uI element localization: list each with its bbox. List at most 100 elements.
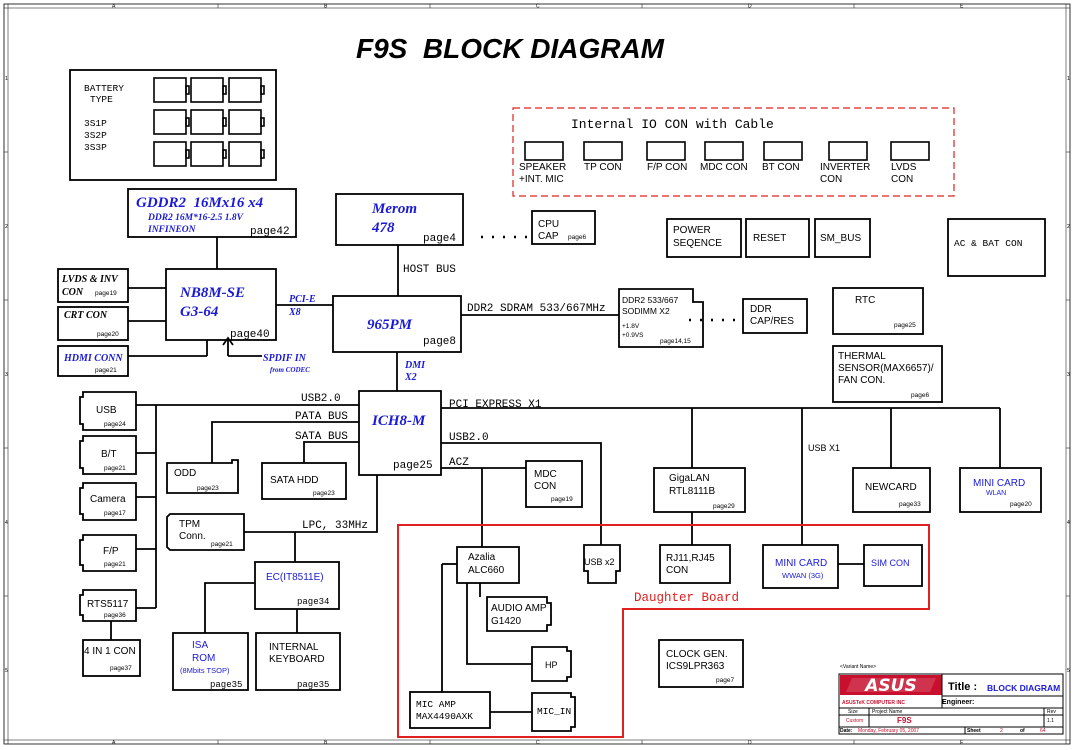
of-value: 64 [1040,728,1046,734]
nb8m-gpu-block: NB8M-SE G3-64 page40 [165,268,277,341]
border-letter: B [324,740,328,746]
company-name: ASUSTeK COMPUTER INC [842,700,905,706]
dmi-width: X2 [404,372,417,383]
cpu-cap-block: CPU CAP page6 [531,210,596,245]
rts5117-page: page36 [104,612,126,619]
thermal-page: page6 [911,392,929,399]
hdmi-conn-label: HDMI CONN [63,353,123,364]
nb8m-page: page40 [230,329,270,341]
of-label: of [1020,728,1025,734]
sata-hdd-page: page23 [313,490,335,497]
4in1-card-reader-block: 4 IN 1 CON page37 [82,639,141,677]
ich8m-page: page25 [393,460,433,472]
usb-x1-label: USB X1 [808,443,840,453]
battery-config-3s1p: 3S1P [84,118,107,129]
lvds-inv-con-block: LVDS & INV CON page19 [57,268,129,303]
cpu-cap-page: page6 [568,234,586,241]
project-name-value: F9S [897,716,912,725]
internal-io-con-group: Internal IO CON with Cable SPEAKER +INT.… [512,107,955,197]
gigalan-label: GigaLAN [669,473,710,484]
io-mdc-con-label: MDC CON [700,162,748,173]
ddr-cap-label1: DDR [750,304,772,315]
nb8m-variant: G3-64 [180,304,219,320]
isa-label: ISA [192,640,208,651]
rtc-label: RTC [855,295,875,306]
azalia-label: Azalia [468,552,496,563]
sim-con-label: SIM CON [871,558,910,568]
merom-cpu-block: Merom 478 page4 [335,193,464,246]
internal-keyboard-block: INTERNAL KEYBOARD page35 [255,632,341,691]
hp-label: HP [545,660,558,670]
sodimm-voltage1: +1.8V [622,323,640,330]
keyboard-label1: INTERNAL [269,642,319,653]
battery-config-3s2p: 3S2P [84,130,107,141]
seqence-label: SEQENCE [673,238,722,249]
crt-con-page: page20 [97,331,119,338]
tpm-label: TPM [179,519,200,530]
io-con-title: Internal IO CON with Cable [571,117,774,132]
keyboard-page: page35 [297,680,329,690]
sodimm-label2: SODIMM X2 [622,306,670,316]
crt-con-label: CRT CON [64,310,108,321]
rj-label: RJ11,RJ45 [666,553,715,564]
odd-block: ODD page23 [166,459,239,494]
project-name-label: Project Name [872,709,903,715]
border-letter: A [112,4,116,10]
hdmi-conn-block: HDMI CONN page21 [57,345,129,377]
mdc-con-label: CON [534,481,556,492]
ddr2-sodimm-block: DDR2 533/667 SODIMM X2 +1.8V +0.9VS page… [618,288,704,348]
ec-page: page34 [297,597,329,607]
odd-page: page23 [197,485,219,492]
azalia-codec-block: Azalia ALC660 [456,546,520,584]
isa-rom-block: ISA ROM (8Mbits TSOP) page35 [172,632,249,691]
sodimm-page: page14,15 [660,338,691,345]
sheet-label: Sheet [967,728,981,734]
thermal-label1: THERMAL [838,351,886,362]
ddr-cap-res-block: DDR CAP/RES [742,298,808,334]
border-number: 2 [1067,224,1070,230]
io-inverter-con-label: CON [820,174,842,185]
odd-label: ODD [174,468,196,479]
border-number: 5 [1067,668,1070,674]
gddr2-block: GDDR2 16Mx16 x4 DDR2 16M*16-2.5 1.8V INF… [127,188,297,238]
camera-block: Camera page17 [79,482,137,521]
mini-wlan-page: page20 [1010,501,1032,508]
fp-label: F/P [103,546,119,557]
daughter-board-label: Daughter Board [634,591,739,605]
border-number: 2 [5,224,8,230]
sm-bus-block: SM_BUS [814,218,871,258]
audio-amp-block: AUDIO AMP G1420 [486,596,552,632]
rom-size-label: (8Mbits TSOP) [180,666,230,675]
newcard-page: page33 [899,501,921,508]
pata-bus-label: PATA BUS [295,411,348,423]
ddr-cap-label2: CAP/RES [750,316,794,327]
diagram-title: F9S BLOCK DIAGRAM [356,33,665,64]
io-connector-icons [524,141,930,161]
camera-label: Camera [90,494,126,505]
mini-card-wlan-block: MINI CARD WLAN page20 [959,467,1042,513]
bt-page: page21 [104,465,126,472]
mdc-page: page19 [551,496,573,503]
4in1-page: page37 [110,665,132,672]
acz-label: ACZ [449,457,469,469]
ec-it8511e-block: EC(IT8511E) page34 [254,561,340,610]
newcard-block: NEWCARD page33 [852,467,931,513]
azalia-chip: ALC660 [468,565,505,576]
mdc-con-block: MDC CON page19 [525,460,583,508]
reset-label: RESET [753,233,786,244]
usb-port-block: USB page24 [79,391,137,431]
gddr2-sub1: DDR2 16M*16-2.5 1.8V [147,212,244,223]
date-label: Date: [840,728,853,734]
rom-label: ROM [192,653,215,664]
tpm-conn-label: Conn. [179,531,206,542]
gddr2-page: page42 [250,226,290,238]
usb-port-page: page24 [104,421,126,428]
ich8m-name: ICH8-M [371,413,426,429]
rev-value: 1.1 [1047,718,1054,724]
clock-gen-page: page7 [716,677,734,684]
clock-gen-label: CLOCK GEN. [666,649,728,660]
gddr2-name: GDDR2 16Mx16 x4 [136,195,264,211]
size-value: Custom [846,718,863,724]
ec-label: EC(IT8511E) [266,572,324,583]
border-number: 1 [5,76,8,82]
